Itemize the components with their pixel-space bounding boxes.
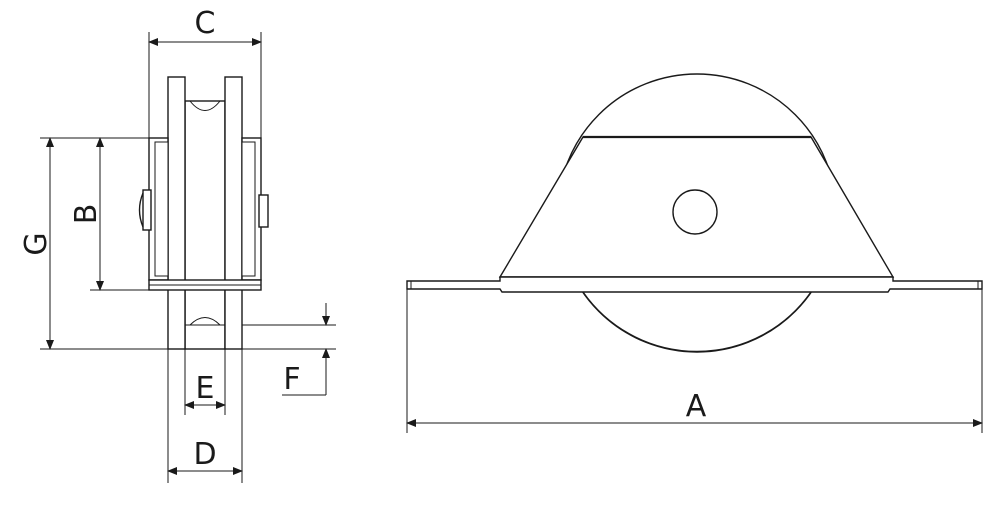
left-axle-nut [142, 189, 152, 231]
wheel-rim [184, 100, 226, 350]
dim-label-f: F [283, 362, 300, 397]
right-axle-nut [258, 194, 269, 228]
dim-label-a: A [686, 389, 707, 424]
right-flange [224, 76, 243, 350]
left-flange [167, 76, 186, 350]
dim-label-b: B [69, 204, 104, 225]
dim-label-e: E [196, 371, 215, 406]
side-view: C B G F E D [19, 6, 336, 483]
axle-hole [672, 189, 718, 235]
front-base-plate [406, 276, 983, 293]
dim-label-c: C [195, 6, 216, 41]
front-view: A [406, 73, 983, 433]
dim-label-g: G [19, 232, 54, 255]
dim-label-d: D [193, 437, 216, 472]
